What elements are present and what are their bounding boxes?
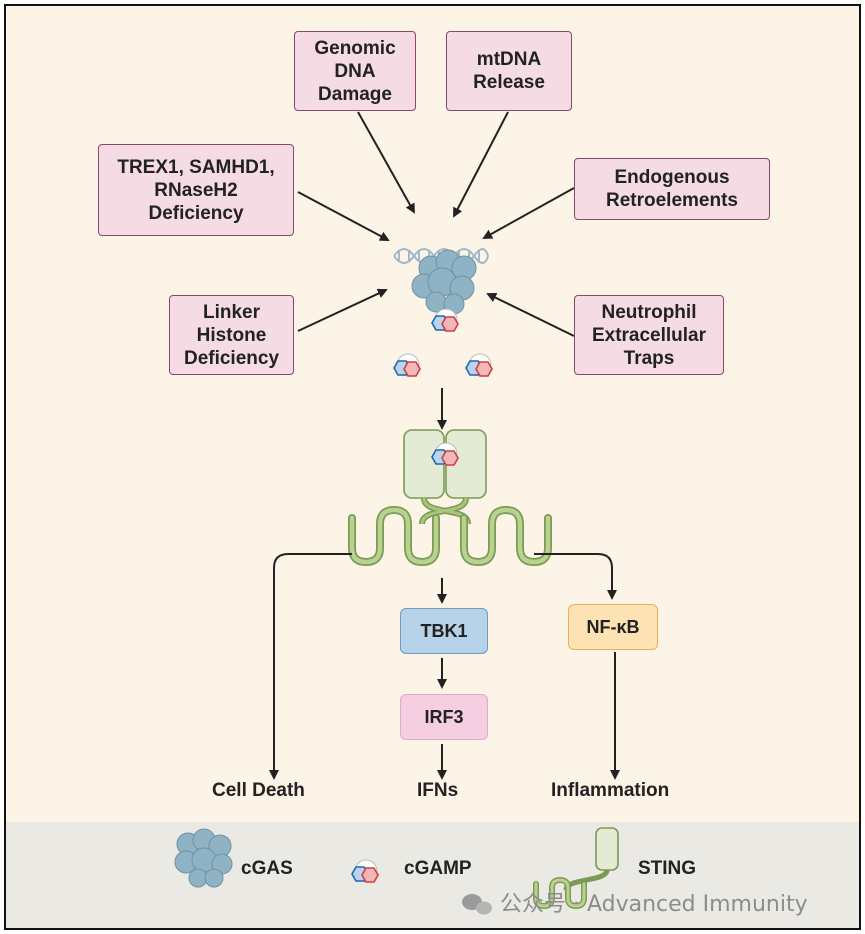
output-arrows (269, 553, 620, 780)
cgamp-molecule-1 (393, 353, 421, 377)
legend-sting-label: STING (638, 858, 697, 879)
trigger-trex1-samhd1-rnaseh2-deficiency: TREX1, SAMHD1, RNaseH2 Deficiency (98, 144, 294, 236)
trigger-endogenous-retroelements: Endogenous Retroelements (574, 158, 770, 220)
cgamp-bound-cgas (431, 308, 459, 332)
cgamp-molecule-2 (465, 353, 493, 377)
legend-cgamp-label: cGAMP (404, 858, 472, 879)
legend-cgas-icon (174, 828, 233, 888)
wechat-icon (462, 894, 492, 915)
watermark: 公众号 · Advanced Immunity (500, 892, 808, 917)
legend-sting-icon (533, 827, 619, 910)
legend-cgamp-icon (351, 859, 379, 883)
pathway-graphics (174, 111, 620, 915)
trigger-neutrophil-extracellular-traps: Neutrophil Extracellular Traps (574, 295, 724, 375)
legend-cgas-label: cGAS (241, 858, 293, 879)
tbk1-node: TBK1 (400, 608, 488, 654)
outcome-ifns: IFNs (417, 780, 459, 801)
nfkb-node: NF-κB (568, 604, 658, 650)
outcome-inflammation: Inflammation (551, 780, 670, 801)
legend-panel (6, 822, 859, 928)
cgas-enzyme (411, 249, 477, 315)
trigger-linker-histone-deficiency: Linker Histone Deficiency (169, 295, 294, 375)
trigger-mtdna-release: mtDNA Release (446, 31, 572, 111)
outcome-cell-death: Cell Death (212, 780, 305, 801)
trigger-genomic-dna-damage: Genomic DNA Damage (294, 31, 416, 111)
trigger-arrows (297, 111, 575, 337)
sting-dimer (348, 429, 552, 567)
dna-helix (393, 248, 489, 264)
diagram-frame: Genomic DNA Damage mtDNA Release TREX1, … (4, 4, 861, 930)
irf3-node: IRF3 (400, 694, 488, 740)
